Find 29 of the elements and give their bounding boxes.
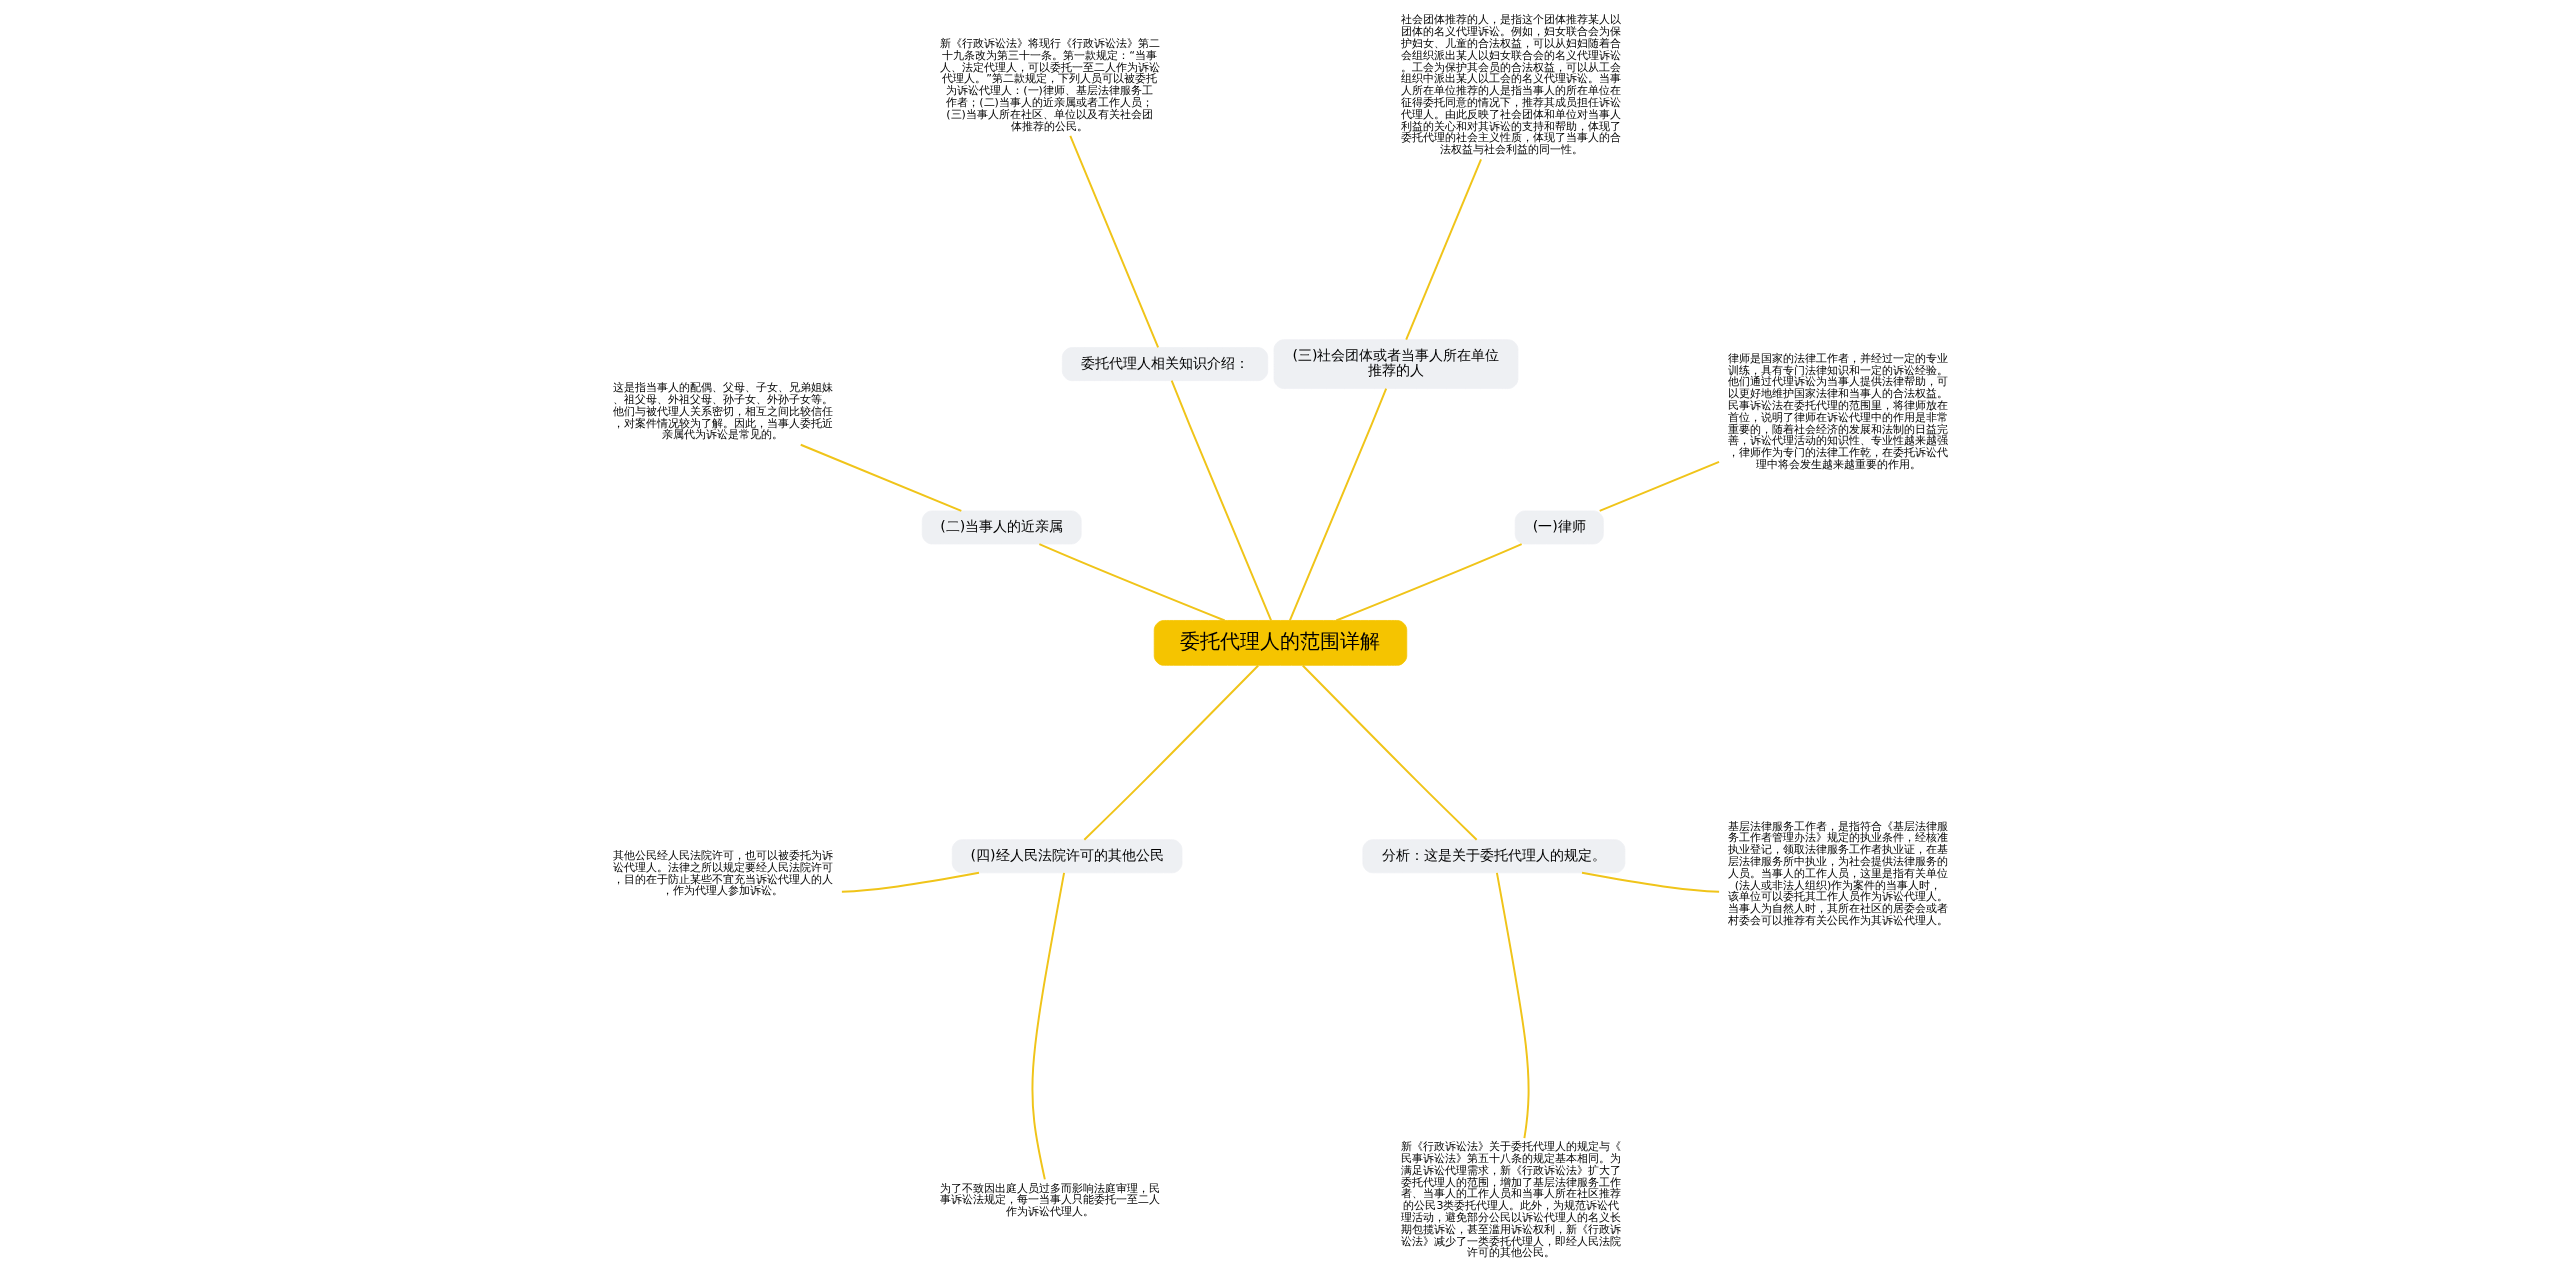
node-box: 分析：这是关于委托代理人的规定。 xyxy=(1361,839,1625,874)
node-box: 委托代理人相关知识介绍： xyxy=(1061,347,1268,382)
node-text: 社会团体推荐的人，是指这个团体推荐某人以团体的名义代理诉讼。例如，妇女联合会为保护妇女、儿童的合法权益，可以从妇妇随着合会组织派出某人以妇女联合会的名义代理诉讼。工会为保护其会员的合法权益，可以从工会组织中派出某人以工会的名义代理诉讼。当事人所在单位推荐的人是指当事人的所在单位在征得委托同意的情况下，推荐其成员担任诉讼代理人。由此反映了社会团体和单位对当事人利益的关心和对其诉讼的支持和帮助，体现了委托代理的社会主义性质，体现了当事人的合法权益与社会利益的同一性。 xyxy=(1400,13,1621,157)
connector xyxy=(1495,871,1530,1140)
connector xyxy=(1030,871,1065,1181)
node-text: 新《行政诉讼法》关于委托代理人的规定与《民事诉讼法》第五十八条的规定基本相同。为满足诉讼代理需求，新《行政诉讼法》扩大了委托代理人的范围，增加了基层法律服务工作者、当事人的工作人员和当事人所在社区推荐的公民3类委托代理人。此外，为规范诉讼代理活动，避免部分公民以诉讼代理人的名义长期包揽诉讼，甚至滥用诉讼权利，新《行政诉讼法》减少了一类委托代理人，即经人民法院许可的其他公民。 xyxy=(1400,1140,1621,1260)
connector xyxy=(1301,664,1478,841)
node-text: 为了不致因出庭人员过多而影响法庭审理，民事诉讼法规定，每一当事人只能委托一至二人作为诉讼代理人。 xyxy=(939,1181,1160,1219)
node-text: 律师是国家的法律工作者，并经过一定的专业训练，具有专门法律知识和一定的诉讼经验。他们通过代理诉讼为当事人提供法律帮助，可以更好地维护国家法律和当事人的合法权益。民事诉讼法在委托代理的范围里，将律师放在首位，说明了律师在诉讼代理中的作用是非常重要的，随着社会经济的发展和法制的日益完善，诉讼代理活动的知识性、专业性越来越强，律师作为专门的法律工作乾，在委托诉讼代理中将会发生越来越重要的作用。 xyxy=(1727,351,1948,471)
connector xyxy=(1334,543,1523,622)
node-text: 其他公民经人民法院许可，也可以被委托为诉讼代理人。法律之所以规定要经人民法院许可，目的在于防止某些不宜充当诉讼代理人的人，作为代理人参加诉讼。 xyxy=(612,849,833,898)
node-text: 这是指当事人的配偶、父母、子女、兄弟姐妹、祖父母、外祖父母、孙子女、外孙子女等。他们与被代理人关系密切，相互之间比较信任，对案件情况较为了解。因此，当事人委托近亲属代为诉讼是常见的。 xyxy=(612,381,833,442)
connector xyxy=(840,871,980,893)
connector xyxy=(1288,387,1387,622)
connector xyxy=(1037,543,1226,622)
connector xyxy=(1404,158,1482,341)
connector xyxy=(1580,871,1720,893)
connector xyxy=(1068,134,1159,349)
node-box: (三)社会团体或者当事人所在单位推荐的人 xyxy=(1273,339,1518,389)
connector xyxy=(1082,664,1259,841)
connector xyxy=(1598,460,1720,512)
node-box: (四)经人民法院许可的其他公民 xyxy=(951,839,1182,874)
node-box: (二)当事人的近亲属 xyxy=(921,510,1082,545)
connector xyxy=(1170,379,1272,622)
node-text: 新《行政诉讼法》将现行《行政诉讼法》第二十九条改为第三十一条。第一款规定：“当事人、法定代理人，可以委托一至二人作为诉讼代理人。”第二款规定，下列人员可以被委托为诉讼代理人：(一)律师、基层法律服务工作者；(二)当事人的近亲属或者工作人员；(三)当事人所在社区、单位以及有关社会团体推荐的公民。 xyxy=(939,36,1160,133)
node-box: (一)律师 xyxy=(1514,510,1604,545)
node-text: 基层法律服务工作者，是指符合《基层法律服务工作者管理办法》规定的执业条件，经核准执业登记，领取法律服务工作者执业证，在基层法律服务所中执业，为社会提供法律服务的人员。当事人的工作人员，这里是指有关单位(法人或非法人组织)作为案件的当事人时，该单位可以委托其工作人员作为诉讼代理人。当事人为自然人时，其所在社区的居委会或者村委会可以推荐有关公民作为其诉讼代理人。 xyxy=(1727,819,1948,927)
connector xyxy=(799,443,962,512)
node-box: 委托代理人的范围详解 xyxy=(1153,620,1407,666)
